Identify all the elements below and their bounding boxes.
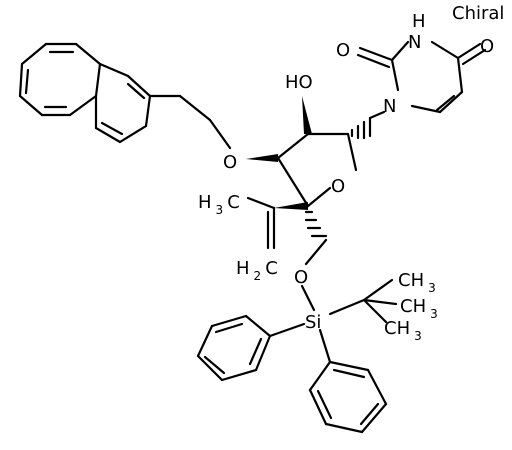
methyl-h: H xyxy=(198,192,212,213)
bond xyxy=(18,62,24,98)
atom-h-imide: H xyxy=(412,11,426,32)
bond xyxy=(100,121,124,136)
bond xyxy=(360,402,388,434)
bond xyxy=(276,156,310,208)
tbu-methyl-top-subscript: 3 xyxy=(428,281,436,295)
tbu-methyl-right-subscript: 3 xyxy=(430,307,438,321)
bond xyxy=(196,354,224,382)
atom-n-glycosidic: N xyxy=(383,96,396,117)
bond xyxy=(144,94,152,128)
tbu-methyl-bottom-c: CH xyxy=(384,318,410,339)
atom-silicon: Si xyxy=(305,312,321,333)
tbu-methyl-bottom-subscript: 3 xyxy=(414,329,422,343)
bond xyxy=(300,284,316,312)
bond xyxy=(306,186,332,208)
bond xyxy=(368,110,386,120)
bond xyxy=(410,104,442,114)
tbu-methyl-bottom-label: CH 3 xyxy=(384,318,422,343)
methyl-group-label: H 3 C xyxy=(198,192,240,218)
naphthalene-group xyxy=(18,42,152,144)
hashed-bond-anomeric xyxy=(350,116,372,140)
hashed-bond-c4 xyxy=(304,210,328,238)
tbu-methyl-top-label: CH 3 xyxy=(398,270,436,295)
bond xyxy=(208,118,232,150)
tbu-methyl-top-c: CH xyxy=(398,270,424,291)
bond xyxy=(390,40,410,62)
bond xyxy=(68,94,98,117)
atom-n-imide: N xyxy=(408,32,421,53)
bond xyxy=(118,124,148,144)
bond xyxy=(268,322,306,338)
methylene-subscript: 2 xyxy=(254,269,262,283)
bond xyxy=(308,388,328,426)
bond xyxy=(346,132,358,172)
bond xyxy=(18,94,44,117)
bond xyxy=(304,238,328,266)
wedge-bond xyxy=(274,202,308,210)
wedge-bond xyxy=(302,96,312,134)
bond xyxy=(356,53,391,69)
bond xyxy=(456,56,464,94)
bond xyxy=(20,42,48,66)
methylene-c: C xyxy=(265,258,278,279)
bond xyxy=(126,74,152,98)
bond xyxy=(328,298,366,316)
bond xyxy=(246,196,276,210)
bond xyxy=(316,389,333,420)
methylene-h: H xyxy=(236,258,250,279)
atom-o-ether: O xyxy=(223,152,237,173)
tbu-methyl-right-label: CH 3 xyxy=(400,296,438,321)
bond xyxy=(276,132,310,160)
furanose-ring xyxy=(276,132,358,208)
bond xyxy=(362,298,398,306)
bond xyxy=(332,368,366,379)
bond xyxy=(178,94,212,122)
bond xyxy=(435,94,456,112)
bond xyxy=(210,314,248,328)
bond xyxy=(94,62,102,98)
atom-o-carbonyl-c4: O xyxy=(480,36,494,57)
bond xyxy=(24,68,30,95)
bond xyxy=(362,278,394,302)
bond xyxy=(214,322,244,334)
uracil-ring xyxy=(356,40,487,120)
bond xyxy=(74,42,102,66)
phenyl-ring-left xyxy=(196,314,272,382)
atom-o-carbonyl-c2: O xyxy=(336,40,350,61)
bond xyxy=(220,368,258,382)
bond xyxy=(244,314,272,338)
bond xyxy=(308,360,332,392)
bond xyxy=(456,42,482,60)
bond xyxy=(196,324,214,358)
methylene-group-label: H 2 C xyxy=(236,258,278,284)
bond xyxy=(328,360,370,372)
methyl-subscript: 3 xyxy=(216,203,224,217)
bond xyxy=(390,58,400,92)
bond xyxy=(318,328,332,364)
tbu-methyl-right-c: CH xyxy=(400,296,426,317)
bond xyxy=(438,90,464,114)
bond xyxy=(203,355,226,375)
bond xyxy=(94,126,122,144)
phenyl-ring-bottom xyxy=(308,360,388,434)
atom-o-silyl-ether: O xyxy=(294,267,308,288)
wedge-bond xyxy=(246,154,278,162)
bond xyxy=(98,62,130,78)
atom-hydroxyl: HO xyxy=(285,72,313,93)
chiral-label: Chiral xyxy=(452,3,504,24)
bond xyxy=(362,298,388,324)
atom-o-ring: O xyxy=(331,176,345,197)
bond xyxy=(366,368,388,406)
bond xyxy=(126,82,146,100)
bond xyxy=(430,40,460,60)
bond xyxy=(358,46,394,62)
bond xyxy=(254,334,272,372)
bond xyxy=(248,337,263,366)
methyl-c: C xyxy=(227,192,240,213)
bond xyxy=(461,48,487,66)
bond xyxy=(359,402,380,426)
bond xyxy=(324,422,364,434)
